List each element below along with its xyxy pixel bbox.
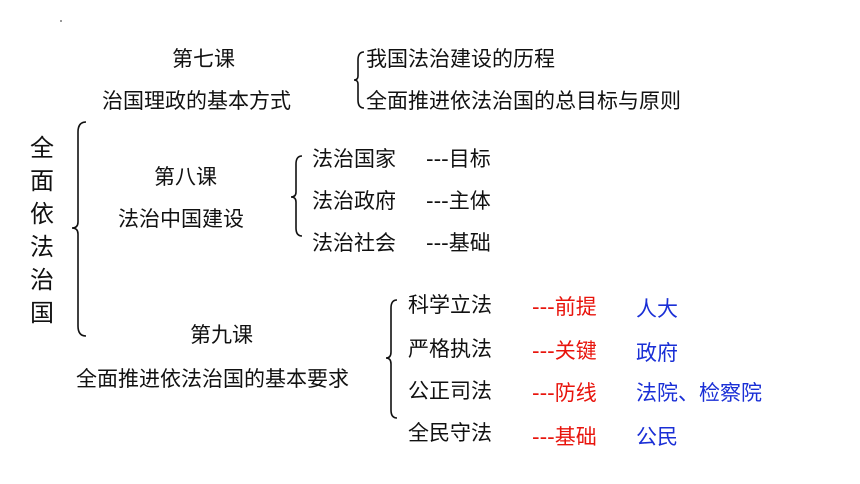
lesson9-item-role: ---前提 bbox=[532, 295, 597, 319]
lesson9-bracket bbox=[385, 299, 398, 419]
lesson9-item-subject: 公民 bbox=[636, 425, 678, 449]
lesson7-bracket bbox=[353, 51, 365, 109]
lesson7-title: 第七课 bbox=[172, 47, 235, 71]
lesson8-item-role: ---主体 bbox=[426, 189, 491, 213]
root-topic: 全 面 依 法 治 国 bbox=[28, 132, 56, 330]
lesson8-item-name: 法治政府 bbox=[312, 189, 396, 213]
lesson9-item-subject: 人大 bbox=[636, 297, 678, 321]
lesson9-item-role: ---基础 bbox=[532, 425, 597, 449]
lesson8-item-name: 法治国家 bbox=[312, 147, 396, 171]
decorative-dot bbox=[60, 20, 62, 22]
lesson7-subtitle: 治国理政的基本方式 bbox=[102, 89, 291, 113]
lesson7-item: 全面推进依法治国的总目标与原则 bbox=[366, 89, 681, 113]
main-bracket bbox=[71, 121, 87, 337]
root-char: 面 bbox=[30, 167, 54, 195]
lesson8-item-name: 法治社会 bbox=[312, 231, 396, 255]
lesson9-item-subject: 政府 bbox=[636, 341, 678, 365]
root-char: 依 bbox=[30, 200, 54, 228]
lesson9-item-role: ---防线 bbox=[532, 381, 597, 405]
lesson8-item-role: ---目标 bbox=[426, 147, 491, 171]
lesson8-bracket bbox=[290, 155, 303, 237]
lesson7-item: 我国法治建设的历程 bbox=[366, 47, 555, 71]
lesson8-item-role: ---基础 bbox=[426, 231, 491, 255]
root-char: 法 bbox=[30, 233, 54, 261]
lesson9-item-name: 公正司法 bbox=[408, 379, 492, 403]
lesson8-title: 第八课 bbox=[154, 165, 217, 189]
lesson9-subtitle: 全面推进依法治国的基本要求 bbox=[76, 367, 349, 391]
lesson9-item-subject: 法院、检察院 bbox=[636, 381, 762, 405]
lesson9-title: 第九课 bbox=[190, 323, 253, 347]
lesson9-item-name: 科学立法 bbox=[408, 293, 492, 317]
root-char: 治 bbox=[30, 266, 54, 294]
root-char: 全 bbox=[30, 134, 54, 162]
lesson9-item-name: 严格执法 bbox=[408, 337, 492, 361]
lesson9-item-name: 全民守法 bbox=[408, 421, 492, 445]
lesson9-item-role: ---关键 bbox=[532, 339, 597, 363]
lesson8-subtitle: 法治中国建设 bbox=[118, 207, 244, 231]
root-char: 国 bbox=[30, 299, 54, 327]
